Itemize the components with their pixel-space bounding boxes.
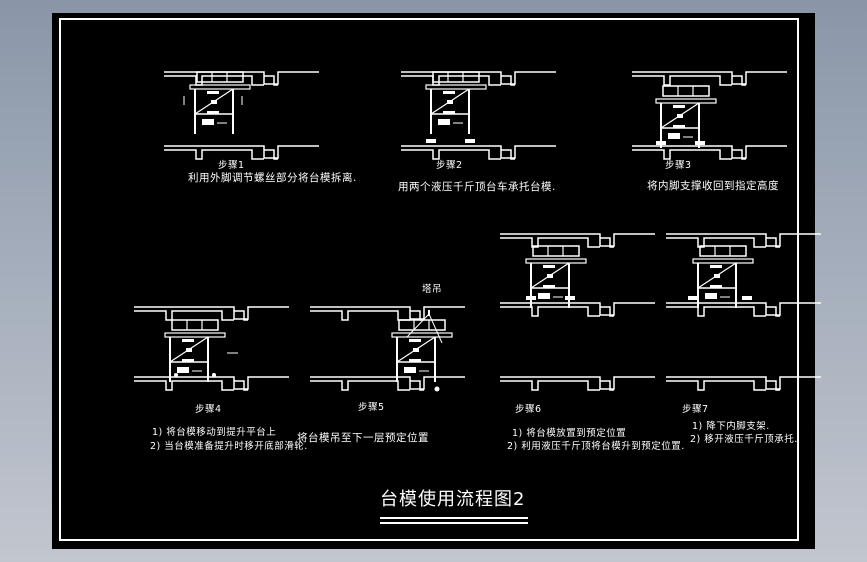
title-underline-2: [380, 522, 528, 524]
step-4-drawing: [133, 306, 290, 391]
step-2-description: 用两个液压千斤顶台车承托台模.: [398, 181, 556, 193]
step-3-description: 将内脚支撑收回到指定高度: [647, 180, 779, 192]
step-1-label: 步骤1: [218, 160, 245, 171]
step-1-description: 利用外脚调节螺丝部分将台模拆离.: [188, 172, 357, 184]
step-6-label: 步骤6: [515, 404, 542, 415]
step-4-label: 步骤4: [195, 404, 222, 415]
step-2-drawing: [400, 71, 557, 160]
step-7-note-2: 2) 移开液压千斤顶承托.: [690, 434, 798, 445]
process-diagrams: [133, 71, 822, 392]
step-7-label: 步骤7: [682, 404, 709, 415]
step-3-label: 步骤3: [665, 160, 692, 171]
tower-crane-annotation: 塔吊: [422, 284, 443, 295]
step-4-note-1: 1) 将台模移动到提升平台上: [152, 427, 277, 438]
step-1-drawing: [163, 71, 320, 160]
step-7-note-1: 1) 降下内脚支架.: [692, 421, 770, 432]
step-5-description: 将台模吊至下一层预定位置: [297, 432, 429, 444]
step-4-note-2: 2) 当台模准备提升时移开底部滑轮.: [150, 441, 308, 452]
step-6-drawing: [499, 233, 656, 391]
step-2-label: 步骤2: [436, 160, 463, 171]
step-6-note-1: 1) 将台模放置到预定位置: [512, 428, 627, 439]
step-3-drawing: [631, 71, 788, 160]
step-6-note-2: 2) 利用液压千斤顶将台模升到预定位置.: [507, 441, 685, 452]
cad-canvas: 步骤1 利用外脚调节螺丝部分将台模拆离. 步骤2 用两个液压千斤顶台车承托台模.…: [52, 13, 822, 549]
title-underline-1: [380, 517, 528, 519]
step-5-label: 步骤5: [358, 402, 385, 413]
step-5-drawing: [309, 306, 466, 392]
drawing-frame: [59, 18, 799, 541]
step-7-drawing: [665, 233, 822, 391]
drawing-title: 台模使用流程图2: [380, 489, 526, 510]
